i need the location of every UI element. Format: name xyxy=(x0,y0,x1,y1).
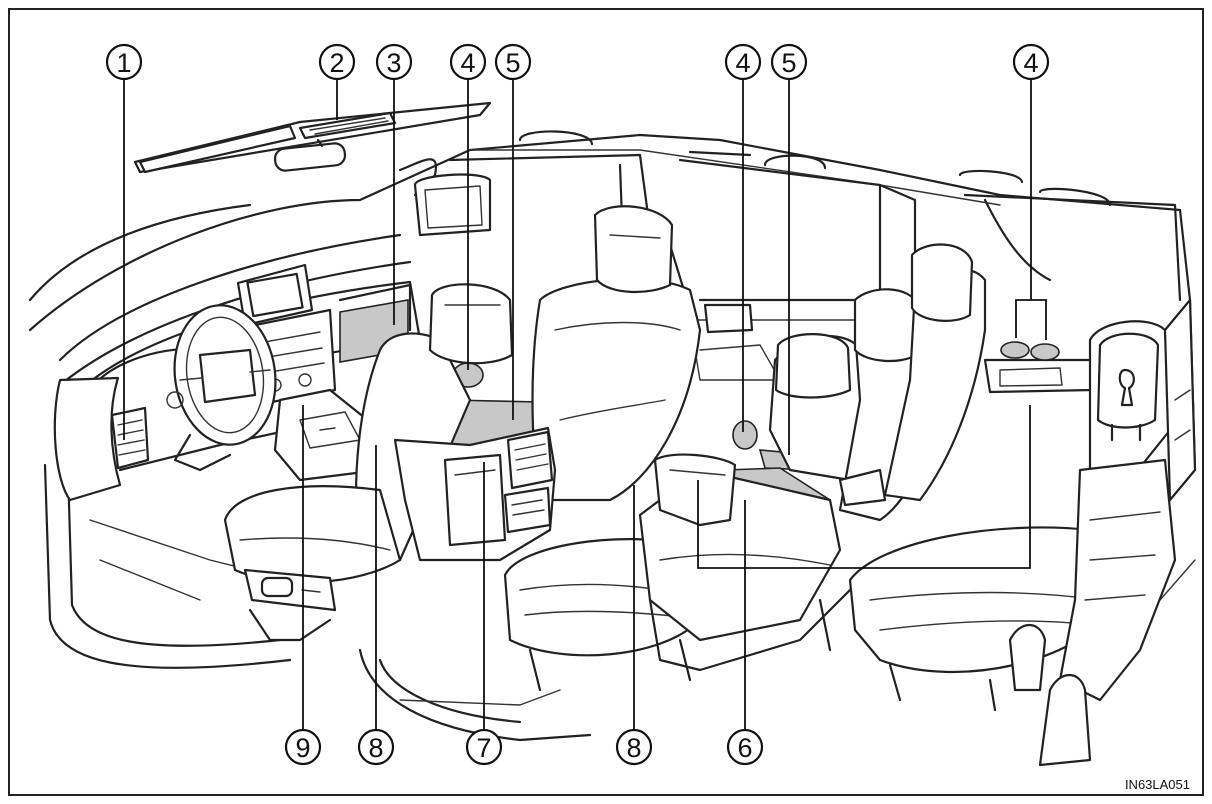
callout-6: 6 xyxy=(726,728,764,766)
callout-4-rear-label: 4 xyxy=(1023,48,1038,78)
callout-3: 3 xyxy=(375,43,413,81)
callout-5-front: 5 xyxy=(494,43,532,81)
callout-5-front-label: 5 xyxy=(505,48,520,78)
second-row-seat xyxy=(638,243,987,672)
callout-4-front: 4 xyxy=(449,43,487,81)
callout-1-label: 1 xyxy=(116,48,131,78)
callout-5-second-label: 5 xyxy=(781,48,796,78)
callout-3-label: 3 xyxy=(386,48,401,78)
callout-1: 1 xyxy=(105,43,143,81)
front-center-console xyxy=(393,426,557,562)
callout-8-front-label: 8 xyxy=(368,733,383,763)
callout-4-second: 4 xyxy=(724,43,762,81)
callout-8-second-label: 8 xyxy=(626,733,641,763)
callout-7-label: 7 xyxy=(476,733,491,763)
callout-8-front: 8 xyxy=(357,728,395,766)
callout-9-label: 9 xyxy=(295,733,310,763)
leader-lines xyxy=(123,79,1047,730)
roof-items xyxy=(138,111,1112,207)
callout-4-rear: 4 xyxy=(1012,43,1050,81)
callouts: 1 2 3 4 5 4 5 4 xyxy=(105,43,1050,766)
callout-8-second: 8 xyxy=(615,728,653,766)
callout-7: 7 xyxy=(465,728,503,766)
callout-4-front-label: 4 xyxy=(460,48,475,78)
highlight-rear-cup-left xyxy=(1000,341,1030,359)
callout-6-label: 6 xyxy=(737,733,752,763)
figure-frame xyxy=(8,8,1204,796)
callout-4-second-label: 4 xyxy=(735,48,750,78)
callout-2: 2 xyxy=(318,43,356,81)
dashboard xyxy=(53,263,422,502)
callout-5-second: 5 xyxy=(770,43,808,81)
callout-2-label: 2 xyxy=(329,48,344,78)
third-row-seat xyxy=(848,298,1197,767)
highlight-rear-cup-right xyxy=(1030,343,1060,361)
highlight-second-cup xyxy=(732,420,758,450)
figure-code: IN63LA051 xyxy=(1125,777,1190,792)
callout-9: 9 xyxy=(284,728,322,766)
